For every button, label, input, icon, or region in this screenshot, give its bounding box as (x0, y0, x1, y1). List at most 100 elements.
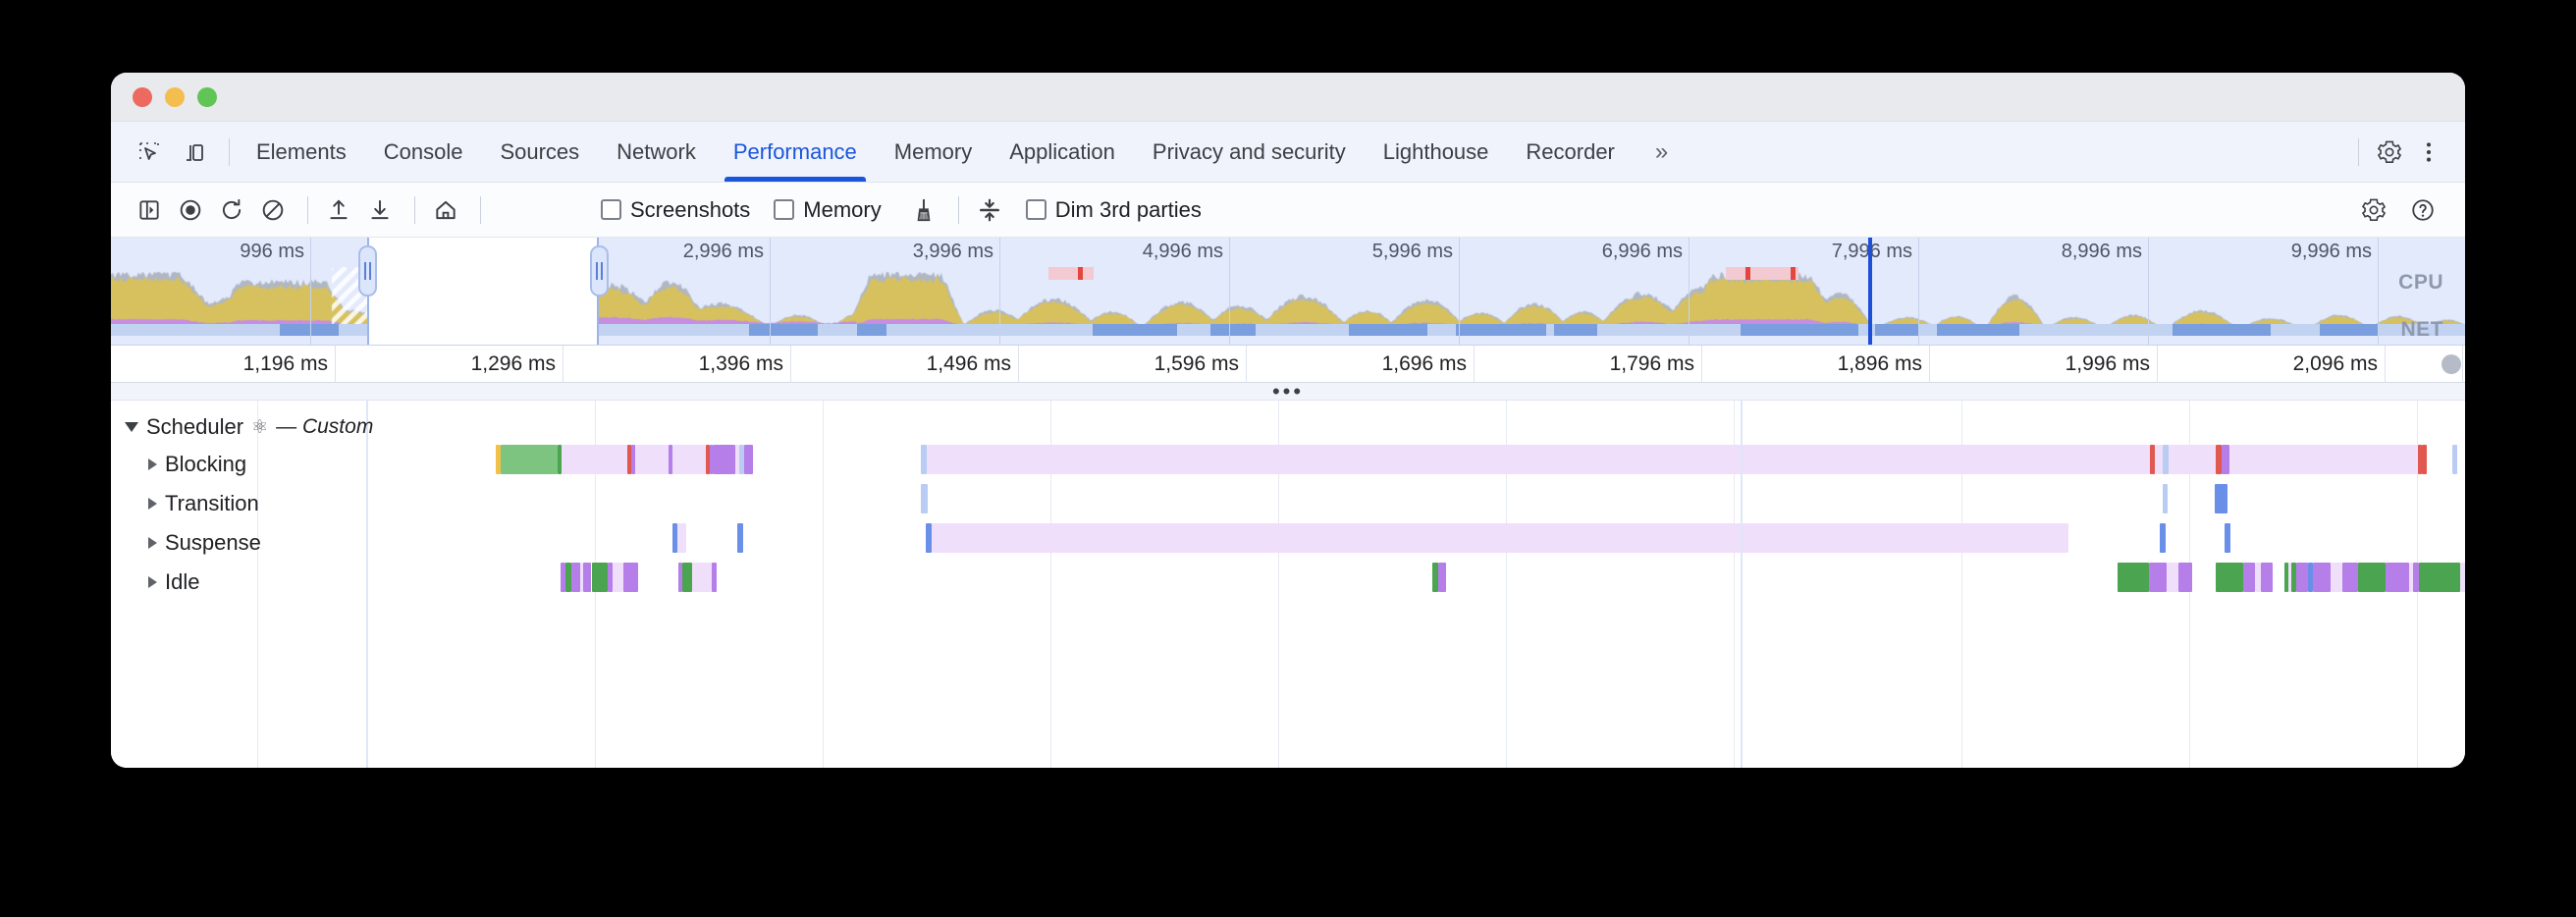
flame-event-suspense[interactable] (672, 523, 677, 553)
tab-application[interactable]: Application (991, 122, 1134, 182)
flame-event-transition[interactable] (2163, 484, 2168, 513)
flame-event-idle[interactable] (1432, 563, 1438, 592)
track-row-idle[interactable]: Idle (148, 569, 199, 595)
flame-event-idle[interactable] (2413, 563, 2419, 592)
flame-event-blocking[interactable] (562, 445, 627, 474)
flame-event-transition[interactable] (921, 484, 928, 513)
flame-event-idle[interactable] (583, 563, 591, 592)
flame-event-idle[interactable] (565, 563, 571, 592)
flame-event-blocking[interactable] (2452, 445, 2457, 474)
flame-event-blocking[interactable] (927, 445, 2150, 474)
help-icon[interactable] (2404, 191, 2442, 229)
expand-collapse-tracks-icon[interactable] (971, 191, 1008, 229)
flame-event-transition[interactable] (2215, 484, 2227, 513)
flame-event-blocking[interactable] (2150, 445, 2155, 474)
flame-event-blocking[interactable] (744, 445, 753, 474)
home-icon[interactable] (427, 191, 464, 229)
flame-event-idle[interactable] (2255, 563, 2261, 592)
flame-event-blocking[interactable] (706, 445, 710, 474)
flame-event-blocking[interactable] (2418, 445, 2422, 474)
flame-event-idle[interactable] (2409, 563, 2413, 592)
more-options-icon[interactable] (2412, 135, 2445, 169)
device-toolbar-icon[interactable] (178, 135, 211, 169)
flame-event-suspense[interactable] (2160, 523, 2166, 553)
flame-event-idle[interactable] (2149, 563, 2167, 592)
toggle-sidebar-icon[interactable] (131, 191, 168, 229)
flame-event-idle[interactable] (623, 563, 638, 592)
flame-event-idle[interactable] (682, 563, 692, 592)
flame-event-idle[interactable] (2386, 563, 2409, 592)
flame-event-idle[interactable] (2331, 563, 2342, 592)
flame-event-blocking[interactable] (2216, 445, 2222, 474)
flame-event-blocking[interactable] (2169, 445, 2216, 474)
flame-event-idle[interactable] (2216, 563, 2243, 592)
flame-event-suspense[interactable] (737, 523, 743, 553)
tab-memory[interactable]: Memory (876, 122, 991, 182)
flame-event-blocking[interactable] (2163, 445, 2169, 474)
flame-event-idle[interactable] (2118, 563, 2149, 592)
tab-recorder[interactable]: Recorder (1507, 122, 1633, 182)
settings-gear-icon[interactable] (2373, 135, 2406, 169)
flame-event-blocking[interactable] (739, 445, 744, 474)
flame-event-idle[interactable] (613, 563, 623, 592)
flame-event-blocking[interactable] (501, 445, 558, 474)
flame-event-suspense[interactable] (932, 523, 2068, 553)
tab-console[interactable]: Console (365, 122, 482, 182)
flame-event-suspense[interactable] (677, 523, 686, 553)
flame-event-blocking[interactable] (627, 445, 631, 474)
flame-event-idle[interactable] (2460, 563, 2465, 592)
tab-elements[interactable]: Elements (238, 122, 365, 182)
horizontal-scroll-thumb[interactable] (2442, 354, 2461, 374)
reload-and-record-icon[interactable] (213, 191, 250, 229)
flame-event-idle[interactable] (561, 563, 565, 592)
track-row-suspense[interactable]: Suspense (148, 530, 261, 556)
flame-event-blocking[interactable] (2422, 445, 2427, 474)
flame-event-idle[interactable] (2178, 563, 2192, 592)
flame-event-blocking[interactable] (921, 445, 927, 474)
minimize-window-button[interactable] (165, 86, 185, 107)
flame-event-idle[interactable] (2167, 563, 2178, 592)
tab-privacy-and-security[interactable]: Privacy and security (1134, 122, 1365, 182)
inspect-element-icon[interactable] (133, 135, 166, 169)
flame-event-idle[interactable] (2342, 563, 2358, 592)
more-tabs-chevron-icon[interactable]: » (1634, 122, 1690, 182)
flame-event-blocking[interactable] (2155, 445, 2163, 474)
upload-profile-icon[interactable] (320, 191, 357, 229)
flame-event-blocking[interactable] (558, 445, 562, 474)
flame-event-blocking[interactable] (735, 445, 739, 474)
tab-network[interactable]: Network (598, 122, 715, 182)
flame-event-idle[interactable] (2243, 563, 2255, 592)
screenshots-checkbox[interactable]: Screenshots (601, 197, 750, 223)
flame-event-blocking[interactable] (713, 445, 735, 474)
tab-sources[interactable]: Sources (481, 122, 598, 182)
detail-time-ruler[interactable]: 22,096 ms1,996 ms1,896 ms1,796 ms1,696 m… (111, 346, 2465, 383)
flame-event-idle[interactable] (2419, 563, 2460, 592)
flame-chart[interactable]: Scheduler ⚛ — Custom Blocking Transition… (111, 401, 2465, 768)
clear-icon[interactable] (254, 191, 292, 229)
flame-event-idle[interactable] (1438, 563, 1446, 592)
flame-event-blocking[interactable] (672, 445, 706, 474)
flame-event-idle[interactable] (2358, 563, 2386, 592)
flame-event-blocking[interactable] (2222, 445, 2229, 474)
track-row-blocking[interactable]: Blocking (148, 452, 246, 477)
track-group-scheduler[interactable]: Scheduler ⚛ — Custom (125, 414, 373, 440)
memory-checkbox[interactable]: Memory (774, 197, 882, 223)
capture-settings-gear-icon[interactable] (2355, 191, 2392, 229)
flame-event-idle[interactable] (2308, 563, 2313, 592)
flame-event-suspense[interactable] (926, 523, 932, 553)
panel-resizer[interactable]: ••• (111, 380, 2465, 402)
selection-right-handle[interactable] (590, 245, 609, 297)
flame-event-blocking[interactable] (2229, 445, 2418, 474)
flame-event-idle[interactable] (2313, 563, 2331, 592)
flame-event-idle[interactable] (2261, 563, 2273, 592)
selection-left-handle[interactable] (358, 245, 377, 297)
flame-event-idle[interactable] (608, 563, 613, 592)
tab-lighthouse[interactable]: Lighthouse (1365, 122, 1508, 182)
track-row-transition[interactable]: Transition (148, 491, 259, 516)
flame-event-blocking[interactable] (496, 445, 501, 474)
download-profile-icon[interactable] (361, 191, 399, 229)
flame-event-idle[interactable] (2288, 563, 2291, 592)
garbage-collect-broom-icon[interactable] (905, 191, 942, 229)
flame-event-suspense[interactable] (2225, 523, 2230, 553)
